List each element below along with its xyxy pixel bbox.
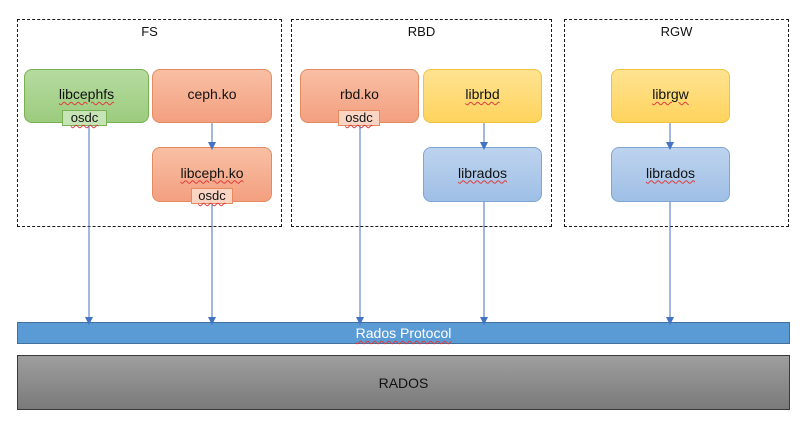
librbd-label: librbd bbox=[465, 86, 500, 102]
rados-layer-label: RADOS bbox=[378, 374, 429, 391]
rbd-ko-osdc-tag: osdc bbox=[338, 110, 380, 126]
ceph-ko-label: ceph.ko bbox=[187, 86, 237, 102]
libceph-ko-osdc-label: osdc bbox=[198, 188, 226, 203]
libceph-ko-osdc-tag: osdc bbox=[191, 188, 233, 204]
librgw-node: librgw bbox=[611, 69, 730, 123]
libcephfs-osdc-label: osdc bbox=[70, 110, 99, 125]
rados-protocol-bar: Rados Protocol bbox=[17, 322, 790, 344]
librgw-label: librgw bbox=[652, 86, 689, 102]
libcephfs-label: libcephfs bbox=[58, 86, 115, 102]
rados-layer-bar: RADOS bbox=[17, 355, 790, 410]
libceph-ko-label: libceph.ko bbox=[180, 164, 244, 181]
rgw-group-title: RGW bbox=[660, 24, 693, 39]
librados-rbd-label: librados bbox=[457, 164, 508, 181]
librados-rbd-node: librados bbox=[423, 147, 542, 202]
rbd-group-title: RBD bbox=[407, 24, 436, 39]
librbd-node: librbd bbox=[423, 69, 542, 123]
libcephfs-osdc-tag: osdc bbox=[62, 110, 107, 126]
fs-group-title: FS bbox=[141, 24, 158, 39]
fs-group: FS bbox=[17, 19, 282, 227]
ceph-ko-node: ceph.ko bbox=[152, 69, 272, 123]
rbd-ko-node: rbd.ko bbox=[300, 69, 419, 123]
rbd-ko-osdc-label: osdc bbox=[345, 110, 373, 125]
librados-rgw-label: librados bbox=[645, 164, 696, 181]
rados-protocol-label: Rados Protocol bbox=[355, 325, 452, 341]
rbd-ko-label: rbd.ko bbox=[340, 86, 379, 102]
